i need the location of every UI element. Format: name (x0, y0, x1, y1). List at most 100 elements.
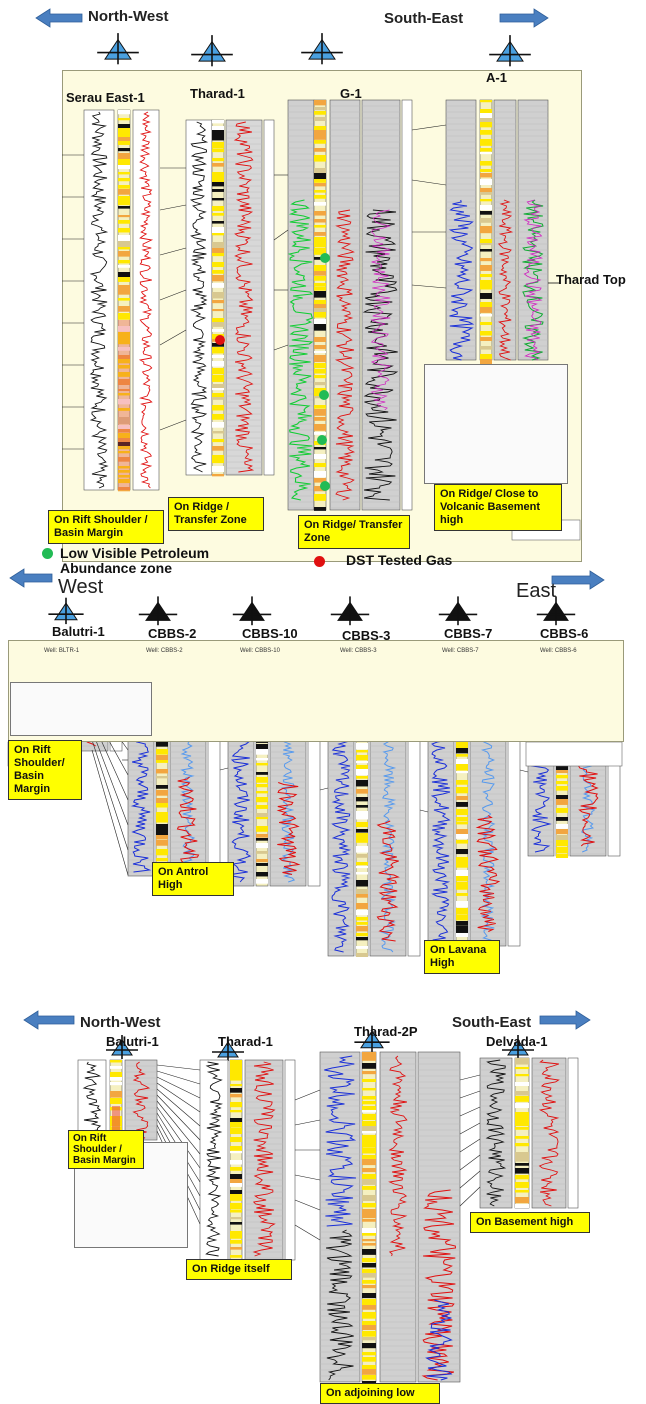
lithology-bed (314, 486, 326, 492)
lithology-bed (118, 433, 130, 439)
lithology-bed (356, 854, 368, 858)
lithology-bed (118, 141, 130, 145)
gas-zone (112, 1106, 120, 1140)
lithology-bed (356, 769, 368, 776)
log-track (319, 1051, 361, 1383)
lithology-bed (212, 275, 224, 282)
correlation-line (159, 289, 187, 301)
lithology-bed (356, 811, 368, 818)
lithology-bed (314, 117, 326, 121)
lithology-bed (212, 439, 224, 443)
section3-direction-left: North-West (80, 1014, 161, 1031)
lithology-bed (212, 283, 224, 288)
arrow-left-icon (35, 8, 83, 28)
lithology-bed (256, 879, 268, 884)
legend-red-label: DST Tested Gas (346, 552, 453, 568)
lithology-bed (515, 1112, 529, 1117)
lithology-bed (212, 388, 224, 391)
lithology-bed (256, 838, 268, 841)
lithology-bed (515, 1096, 529, 1102)
callout-lavana-high: On Lavana High (424, 940, 500, 974)
lithology-bed (230, 1094, 242, 1098)
well-name-cbbs-6: CBBS-6 (540, 626, 589, 641)
lithology-bed (156, 858, 168, 862)
lithology-bed (456, 748, 468, 754)
lithology-bed (362, 1159, 376, 1166)
lithology-bed (362, 1219, 376, 1222)
lithology-bed (362, 1228, 376, 1235)
lithology-bed (480, 354, 492, 360)
lithology-bed (456, 764, 468, 771)
callout-ridge-transfer-zone-2: On Ridge/ Transfer Zone (298, 515, 410, 549)
lithology-bed (314, 130, 326, 137)
lithology-bed (256, 872, 268, 877)
lithology-bed (356, 838, 368, 843)
log-track (517, 99, 549, 361)
lithology-bed (314, 291, 326, 298)
lithology-bed (314, 179, 326, 183)
lithology-bed (556, 786, 568, 791)
correlation-line (156, 1106, 201, 1169)
lithology-bed (212, 397, 224, 400)
callout-adjoining-low: On adjoining low (320, 1383, 440, 1404)
lithology-bed (356, 953, 368, 957)
lithology-bed (256, 817, 268, 820)
lithology-bed (118, 235, 130, 242)
lithology-bed (356, 880, 368, 887)
lithology-bed (118, 202, 130, 206)
lithology-bed (212, 446, 224, 451)
lithology-bed (118, 466, 130, 469)
lithology-bed (480, 130, 492, 135)
lithology-bed (362, 1273, 376, 1278)
lithology-bed (212, 347, 224, 354)
lithology-bed (212, 270, 224, 274)
lithology-bed (362, 1331, 376, 1337)
lithology-bed (118, 359, 130, 364)
lithology-bed (118, 298, 130, 301)
neutron-curve (521, 199, 544, 361)
lithology-bed (118, 277, 130, 282)
lithology-bed (556, 799, 568, 805)
section2-direction-right: East (516, 580, 557, 602)
lithology-bed (156, 749, 168, 755)
lithology-bed (456, 908, 468, 915)
lithology-bed (515, 1136, 529, 1139)
lithology-bed (314, 225, 326, 228)
lithology-bed (314, 148, 326, 152)
gr-curve (82, 1061, 102, 1139)
lithology-bed (118, 332, 130, 339)
lithology-bed (230, 1167, 242, 1171)
lithology-bed (256, 813, 268, 819)
log-track (567, 1057, 579, 1209)
lithology-bed (314, 300, 326, 305)
lithology-bed (230, 1118, 242, 1125)
lithology-bed (314, 168, 326, 174)
lithology-bed (480, 122, 492, 128)
lithology-bed (156, 803, 168, 808)
lithology-bed (480, 286, 492, 290)
lithology-bed (212, 213, 224, 216)
lithology-bed (314, 232, 326, 236)
well-name-serau-east-1: Serau East-1 (66, 90, 145, 105)
lithology-bed (362, 1285, 376, 1289)
lithology-bed (356, 922, 368, 925)
section1-direction-left: North-West (88, 8, 169, 25)
lithology-bed (230, 1183, 242, 1187)
lithology-bed (314, 355, 326, 362)
lithology-bed (362, 1110, 376, 1113)
correlation-line (519, 769, 529, 773)
lithology-bed (362, 1088, 376, 1091)
lithology-bed (110, 1066, 122, 1069)
lithology-bed (256, 851, 268, 854)
location-map-inset (10, 682, 152, 736)
callout-ridge-itself: On Ridge itself (186, 1259, 292, 1280)
lithology-bed (456, 901, 468, 908)
section1-direction-right: South-East (384, 10, 464, 27)
lithology-bed (110, 1082, 122, 1086)
lithology-bed (118, 313, 130, 319)
lithology-bed (362, 1174, 376, 1180)
legend-green-dot (42, 548, 53, 559)
lithology-bed (256, 758, 268, 761)
lithology-bed (314, 155, 326, 162)
density-curve (523, 199, 544, 361)
